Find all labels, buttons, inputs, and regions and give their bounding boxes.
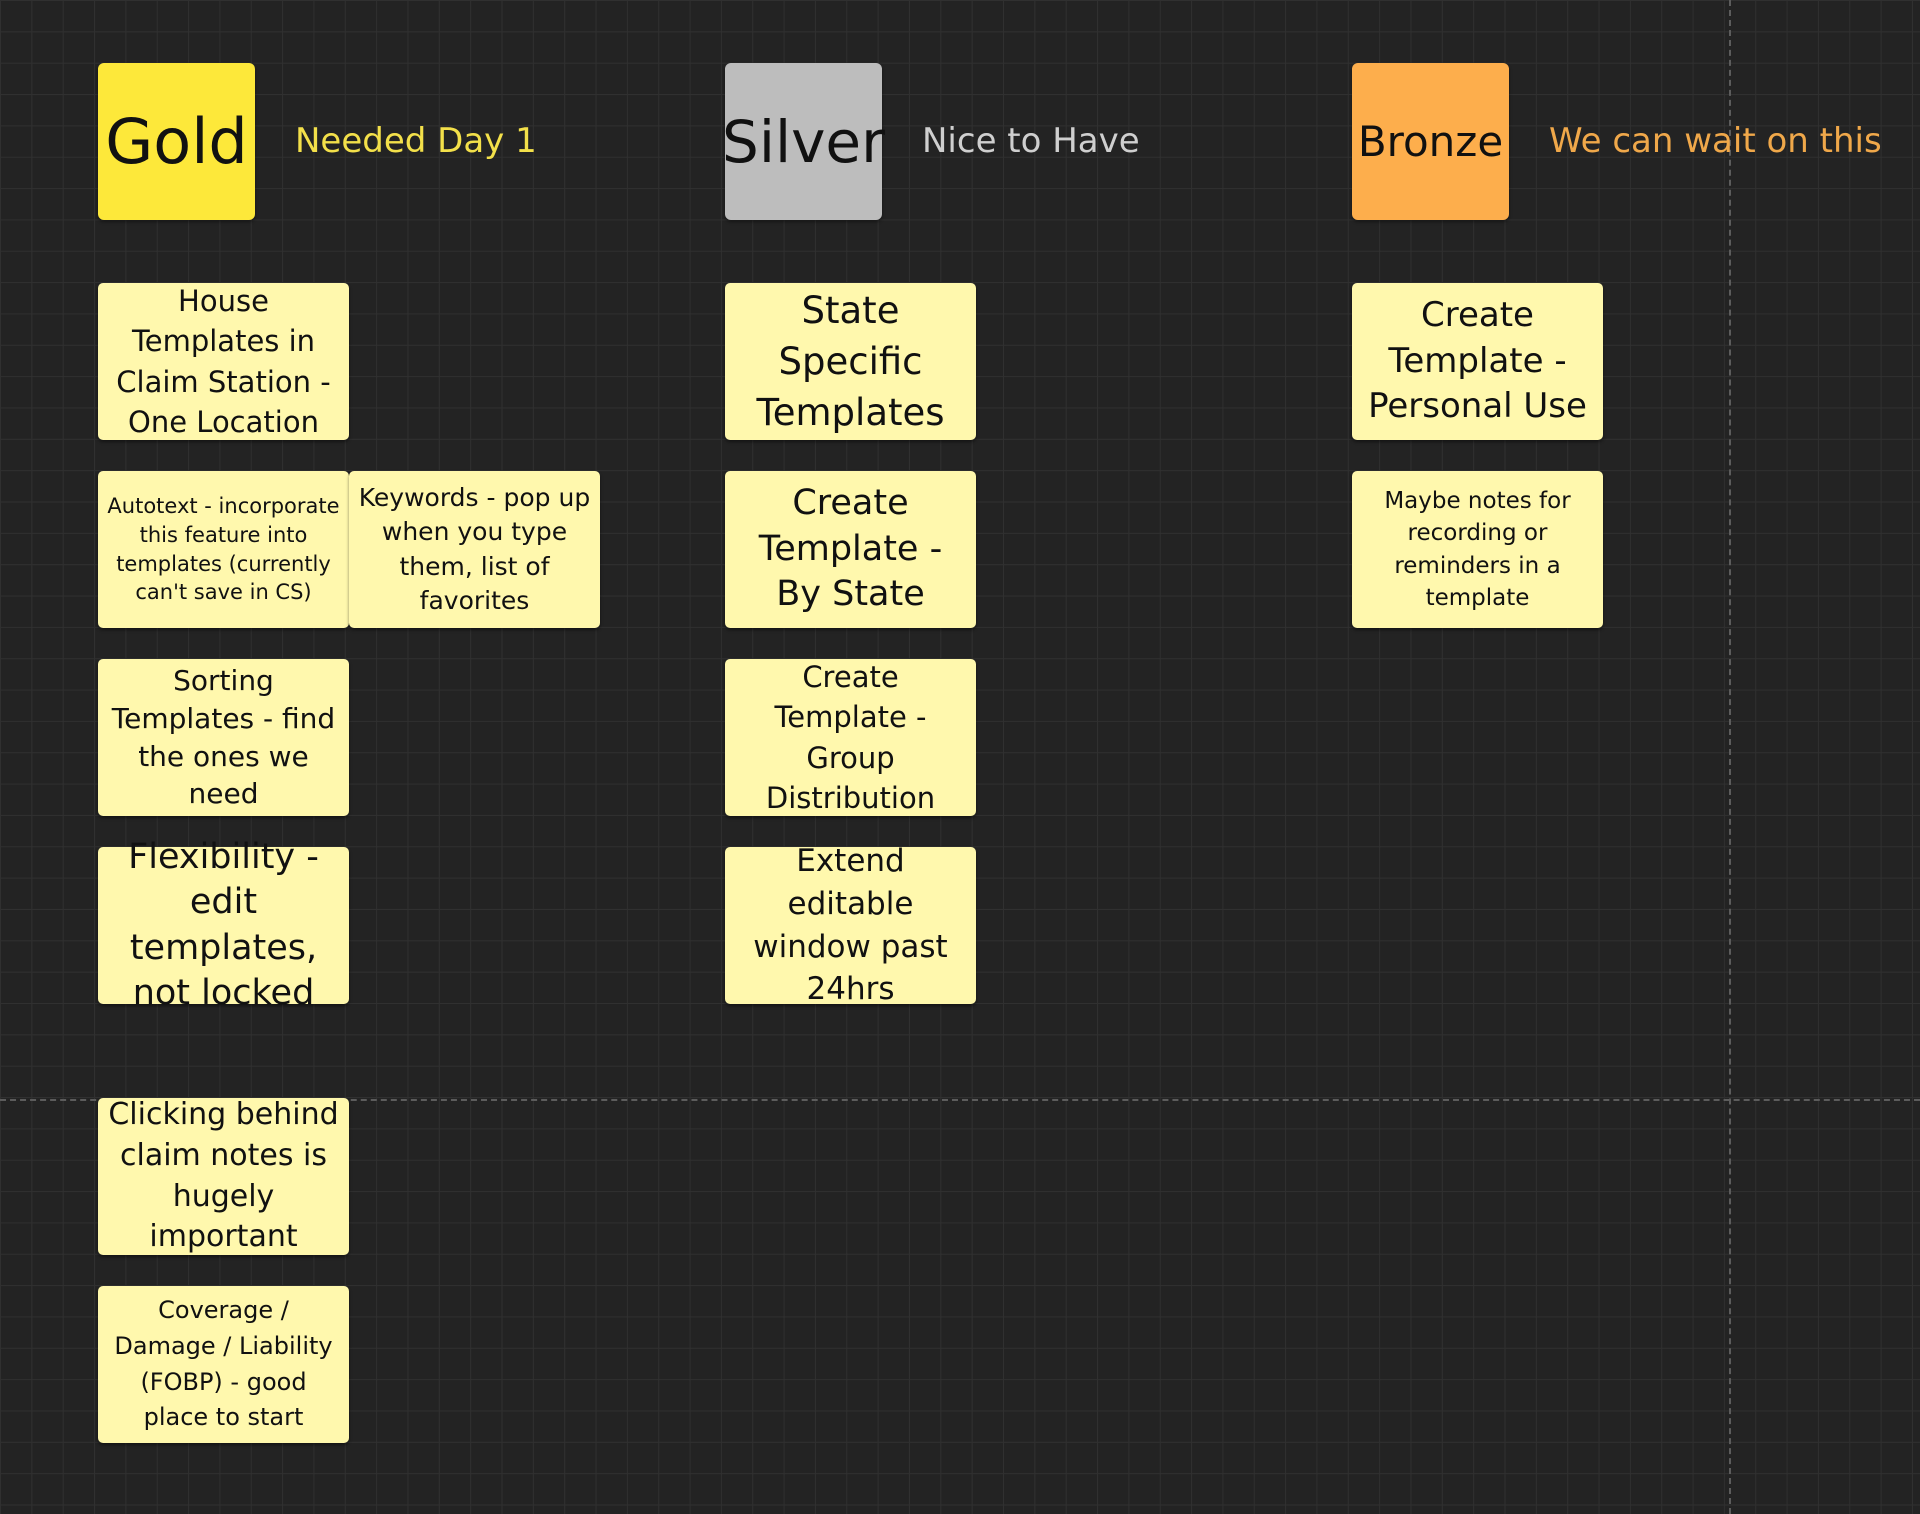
- sticky-note[interactable]: Maybe notes for recording or reminders i…: [1352, 471, 1603, 628]
- gold-tier-label: Gold: [105, 105, 248, 178]
- sticky-note[interactable]: State Specific Templates: [725, 283, 976, 440]
- sticky-note-text: Create Template - Group Distribution: [765, 660, 936, 815]
- bronze-tier-label: Bronze: [1357, 117, 1504, 166]
- sticky-note-text: State Specific Templates: [756, 288, 945, 435]
- sticky-note[interactable]: Create Template - Group Distribution: [725, 659, 976, 816]
- sticky-note[interactable]: Extend editable window past 24hrs: [725, 843, 976, 1007]
- sticky-note[interactable]: Coverage / Damage / Liability (FOBP) - g…: [98, 1286, 349, 1443]
- silver-tier-badge[interactable]: Silver: [722, 63, 885, 220]
- silver-tier-label: Silver: [722, 107, 885, 176]
- sticky-note-text: Sorting Templates - find the ones we nee…: [111, 664, 336, 811]
- sticky-note[interactable]: Keywords - pop up when you type them, li…: [349, 471, 600, 628]
- sticky-note-text: Create Template - By State: [758, 483, 943, 615]
- sticky-note[interactable]: Clicking behind claim notes is hugely im…: [98, 1096, 349, 1255]
- sticky-note-text: Flexibility - edit templates, not locked: [128, 836, 319, 1014]
- vertical-guide-line: [1729, 0, 1731, 1514]
- horizontal-guide-line: [0, 1099, 1920, 1101]
- sticky-note[interactable]: House Templates in Claim Station - One L…: [98, 283, 349, 440]
- silver-tier-description[interactable]: Nice to Have: [922, 121, 1140, 161]
- sticky-note-text: Extend editable window past 24hrs: [753, 842, 948, 1008]
- gold-tier-description[interactable]: Needed Day 1: [295, 121, 537, 161]
- sticky-note[interactable]: Autotext - incorporate this feature into…: [98, 471, 349, 628]
- sticky-note-text: Clicking behind claim notes is hugely im…: [108, 1096, 339, 1255]
- bronze-tier-badge[interactable]: Bronze: [1352, 63, 1509, 220]
- sticky-note-text: House Templates in Claim Station - One L…: [116, 284, 331, 439]
- sticky-note-text: Coverage / Damage / Liability (FOBP) - g…: [114, 1296, 333, 1432]
- sticky-note-text: Keywords - pop up when you type them, li…: [358, 482, 591, 616]
- bronze-tier-description[interactable]: We can wait on this: [1549, 121, 1882, 161]
- sticky-note-text: Autotext - incorporate this feature into…: [107, 493, 340, 605]
- gold-tier-badge[interactable]: Gold: [98, 63, 255, 220]
- sticky-note[interactable]: Sorting Templates - find the ones we nee…: [98, 659, 349, 816]
- sticky-note-text: Maybe notes for recording or reminders i…: [1384, 488, 1571, 611]
- sticky-note[interactable]: Create Template - By State: [725, 471, 976, 628]
- sticky-note[interactable]: Create Template - Personal Use: [1352, 283, 1603, 440]
- sticky-note[interactable]: Flexibility - edit templates, not locked: [98, 837, 349, 1013]
- sticky-note-text: Create Template - Personal Use: [1368, 294, 1587, 427]
